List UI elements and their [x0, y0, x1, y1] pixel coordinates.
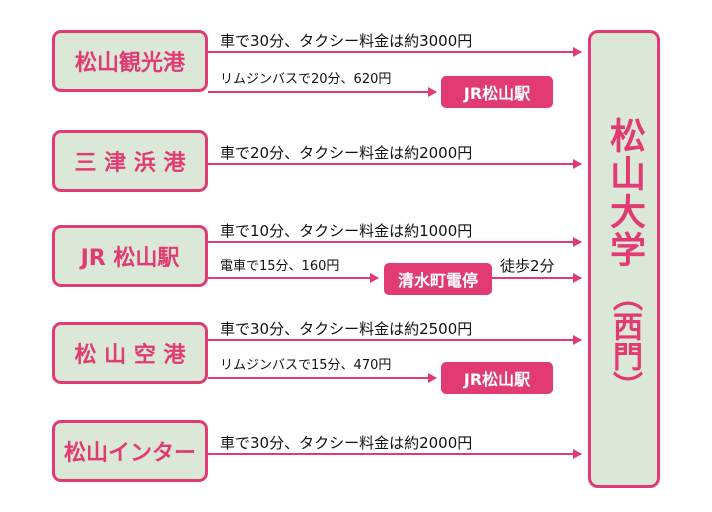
station-jr-matsuyama-2: JR松山駅 — [441, 362, 553, 394]
origin-matsuyama-interchange: 松山インター — [52, 420, 208, 482]
destination-matsuyama-university: 松山大学 （西門） — [588, 30, 660, 488]
destination-gate: （西門） — [607, 281, 642, 401]
station-shimizumachi-tram: 清水町電停 — [384, 263, 492, 295]
route-label-interchange-taxi: 車で30分、タクシー料金は約2000円 — [220, 434, 473, 452]
origin-jr-matsuyama-station: JR 松山駅 — [52, 225, 208, 287]
route-label-kanko-taxi: 車で30分、タクシー料金は約3000円 — [220, 32, 473, 50]
route-label-kanko-bus: リムジンバスで20分、620円 — [220, 72, 392, 87]
origin-matsuyama-kanko-port: 松山観光港 — [52, 30, 208, 92]
origin-mitsuhama-port: 三 津 浜 港 — [52, 130, 208, 192]
route-label-airport-bus: リムジンバスで15分、470円 — [220, 358, 392, 373]
destination-title: 松山大学 — [604, 117, 645, 269]
route-label-walk: 徒歩2分 — [500, 257, 555, 275]
route-label-airport-taxi: 車で30分、タクシー料金は約2500円 — [220, 320, 473, 338]
route-label-jr-taxi: 車で10分、タクシー料金は約1000円 — [220, 222, 473, 240]
route-label-mitsuhama-taxi: 車で20分、タクシー料金は約2000円 — [220, 144, 473, 162]
origin-matsuyama-airport: 松 山 空 港 — [52, 322, 208, 384]
station-jr-matsuyama-1: JR松山駅 — [441, 76, 553, 108]
route-label-jr-tram: 電車で15分、160円 — [220, 259, 340, 274]
